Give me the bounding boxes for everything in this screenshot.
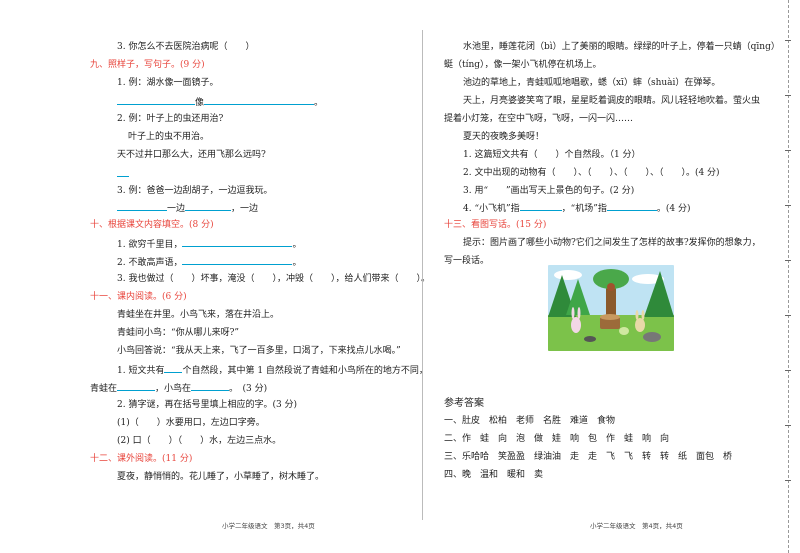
forest-illustration [548, 265, 674, 351]
q3-line: 3. 你怎么不去医院治病呢（ ） [117, 42, 255, 52]
blank[interactable] [182, 256, 293, 265]
answer-2: 二、作 蛙 向 泡 做 娃 响 包 作 蛙 响 向 [444, 434, 670, 444]
s10-q3: 3. 我也做过（ ）坏事，淹没（ ），冲毁（ ），给人们带来（ ）。 [117, 274, 430, 284]
s12-q3: 3. 用“ ”画出写天上景色的句子。(2 分) [463, 186, 635, 196]
s11-q2-1: (1)（ ）水要用口，左边口字旁。 [117, 418, 265, 428]
section-10-title: 十、根据课文内容填空。(8 分) [90, 220, 214, 230]
s12-q4: 4. “小飞机”指，“机场”指。(4 分) [463, 202, 691, 214]
page-4-footer: 小学二年级语文 第4页，共4页 [590, 522, 683, 530]
s11-q2: 2. 猜字谜，再在括号里填上相应的字。(3 分) [117, 400, 298, 410]
section-11-title: 十一、课内阅读。(6 分) [90, 292, 187, 302]
binding-tick [785, 205, 791, 206]
s11-para-1: 青蛙坐在井里。小鸟飞来，落在井沿上。 [117, 310, 280, 320]
binding-tick [785, 370, 791, 371]
s10-q1: 1. 欲穷千里目，。 [117, 238, 302, 250]
picture-animals-in-forest [548, 265, 674, 351]
s10-q2: 2. 不敢高声语，。 [117, 256, 302, 268]
s11-q2-2: (2) 口（ ）（ ）水，左边三点水。 [117, 436, 282, 446]
blank[interactable] [117, 202, 167, 211]
section-13-title: 十三、看图写话。(15 分) [444, 220, 547, 230]
blank[interactable] [117, 96, 195, 105]
page-3-footer: 小学二年级语文 第3页，共4页 [222, 522, 315, 530]
blank[interactable] [204, 96, 315, 105]
binding-tick [785, 425, 791, 426]
s12-para-4: 天上，月亮婆婆笑弯了眼，星星眨着调皮的眼睛。风儿轻轻地吹着。萤火虫 [463, 96, 761, 106]
binding-tick [785, 95, 791, 96]
binding-tick [785, 260, 791, 261]
s9-ex2-question: 天不过井口那么大，还用飞那么远吗? [117, 150, 266, 160]
s13-hint-cont: 写一段话。 [444, 256, 490, 266]
section-9-title: 九、照样子，写句子。(9 分) [90, 60, 205, 70]
binding-tick [785, 315, 791, 316]
s12-para-1: 夏夜，静悄悄的。花儿睡了，小草睡了，树木睡了。 [117, 472, 325, 482]
s12-para-3: 池边的草地上，青蛙呱呱地唱歌，蟋（xī）蟀（shuài）在弹琴。 [463, 78, 721, 88]
s12-q2: 2. 文中出现的动物有（ ）、（ ）、（ ）、（ ）。(4 分) [463, 168, 720, 178]
s9-example-1: 1. 例：湖水像一面镜子。 [117, 78, 219, 88]
answer-3: 三、乐哈哈 笑盈盈 绿油油 走 走 飞 飞 转 转 纸 面包 桥 [444, 452, 733, 462]
s12-para-2-cont: 蜓（tíng），像一架小飞机停在机场上。 [444, 60, 602, 70]
s9-ex2-answer: 叶子上的虫不用治。 [128, 132, 210, 142]
page-4: 水池里，睡莲花闭（bì）上了美丽的眼睛。绿绿的叶子上，停着一只蜻（qīng） 蜓… [420, 0, 780, 553]
blank[interactable] [191, 382, 230, 391]
s13-hint: 提示：图片画了哪些小动物?它们之间发生了怎样的故事?发挥你的想象力， [463, 238, 761, 248]
binding-margin [777, 0, 800, 553]
answer-1: 一、肚皮 松柏 老师 名胜 难道 食物 [444, 416, 616, 426]
blank[interactable] [606, 202, 657, 211]
s12-para-5: 夏天的夜晚多美呀！ [463, 132, 545, 142]
blank[interactable] [164, 364, 183, 373]
s9-example-2: 2. 例：叶子上的虫还用治? [117, 114, 224, 124]
s12-para-4-cont: 提着小灯笼，在空中飞呀，飞呀，一闪一闪…… [444, 114, 634, 124]
s9-ex2-blank [117, 168, 129, 181]
blank[interactable] [117, 382, 156, 391]
page-3: 3. 你怎么不去医院治病呢（ ） 九、照样子，写句子。(9 分) 1. 例：湖水… [90, 42, 430, 530]
section-12-title: 十二、课外阅读。(11 分) [90, 454, 193, 464]
s11-q1-cont: 青蛙在，小鸟在。 (3 分) [90, 382, 268, 394]
answer-4: 四、晚 温和 暖和 卖 [444, 470, 544, 480]
binding-tick [785, 150, 791, 151]
blank[interactable] [117, 168, 129, 177]
s11-q1: 1. 短文共有个自然段，其中第 1 自然段说了青蛙和小鸟所在的地方不同， [117, 364, 428, 376]
s9-example-3: 3. 例：爸爸一边刮胡子，一边逗我玩。 [117, 186, 273, 196]
s11-para-3: 小鸟回答说：“我从天上来，飞了一百多里，口渴了，下来找点儿水喝。” [117, 346, 401, 356]
binding-tick [785, 480, 791, 481]
blank[interactable] [519, 202, 562, 211]
s9-ex1-answer: 像。 [117, 96, 323, 109]
s12-q1: 1. 这篇短文共有（ ）个自然段。（1 分） [463, 150, 641, 160]
blank[interactable] [182, 238, 293, 247]
answer-key-title: 参考答案 [444, 398, 484, 409]
blank[interactable] [185, 202, 232, 211]
s12-para-2: 水池里，睡莲花闭（bì）上了美丽的眼睛。绿绿的叶子上，停着一只蜻（qīng） [463, 42, 780, 52]
binding-line [788, 0, 789, 553]
page-divider [422, 30, 423, 520]
s11-para-2: 青蛙问小鸟：“你从哪儿来呀?” [117, 328, 240, 338]
s9-ex3-answer: 一边，一边 [117, 202, 258, 215]
binding-tick [785, 40, 791, 41]
